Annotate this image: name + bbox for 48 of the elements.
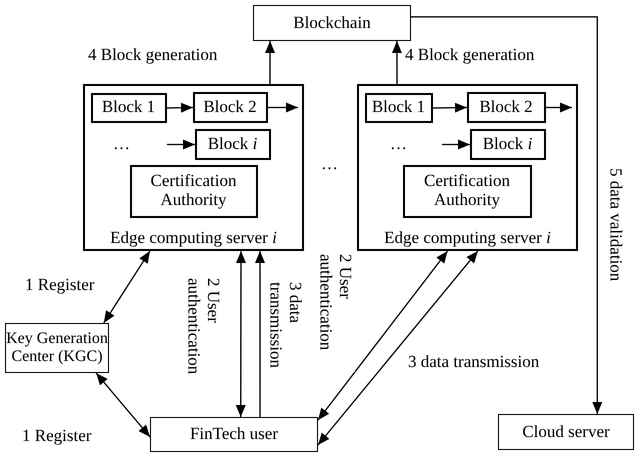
process-box bbox=[498, 414, 634, 450]
arrow bbox=[442, 140, 470, 150]
node-label: Certification Authority bbox=[423, 172, 511, 210]
process-box bbox=[90, 92, 166, 122]
arrow bbox=[318, 250, 478, 446]
node-label: Block 1 bbox=[102, 98, 156, 117]
arrow bbox=[317, 250, 448, 421]
ellipsis-label: … bbox=[390, 134, 409, 154]
process-box bbox=[150, 417, 318, 452]
node-label: Blockchain bbox=[293, 14, 371, 32]
server-container bbox=[83, 84, 304, 251]
arrow bbox=[268, 102, 298, 112]
node-label: Block 2 bbox=[203, 98, 257, 116]
arrow bbox=[546, 102, 572, 112]
arrow bbox=[392, 41, 402, 84]
process-box bbox=[130, 164, 258, 218]
process-box bbox=[466, 92, 546, 122]
arrow bbox=[411, 16, 602, 414]
process-box bbox=[5, 323, 109, 373]
node-label: Key Generation Center (KGC) bbox=[6, 330, 108, 366]
ellipsis-label: … bbox=[113, 134, 132, 154]
arrow bbox=[255, 251, 266, 417]
node-label: Edge computing server i bbox=[384, 229, 551, 248]
arrow bbox=[96, 372, 150, 438]
process-box bbox=[364, 92, 432, 122]
node-label: Cloud server bbox=[522, 422, 610, 442]
arrow bbox=[236, 251, 246, 417]
process-box bbox=[470, 128, 546, 160]
arrow bbox=[265, 41, 276, 84]
process-box bbox=[402, 164, 532, 218]
node-label: Block 1 bbox=[372, 98, 426, 117]
node-label: Edge computing server i bbox=[110, 229, 277, 248]
arrow bbox=[166, 102, 194, 113]
node-label: Block i bbox=[482, 134, 532, 154]
node-label: Block 2 bbox=[479, 98, 533, 116]
node-label: FinTech user bbox=[190, 425, 278, 444]
node-label: Certification Authority bbox=[150, 172, 238, 210]
node-label: Block i bbox=[208, 134, 258, 154]
process-box bbox=[194, 128, 270, 160]
arrow bbox=[103, 250, 151, 324]
process-box bbox=[192, 92, 268, 122]
edge-label: 4 Block generation bbox=[88, 45, 218, 65]
ellipsis-label: … bbox=[321, 154, 340, 174]
edge-label: 4 Block generation bbox=[405, 45, 534, 65]
arrow bbox=[433, 102, 467, 113]
arrow bbox=[167, 140, 195, 150]
server-container bbox=[357, 84, 578, 251]
process-box bbox=[253, 5, 411, 41]
